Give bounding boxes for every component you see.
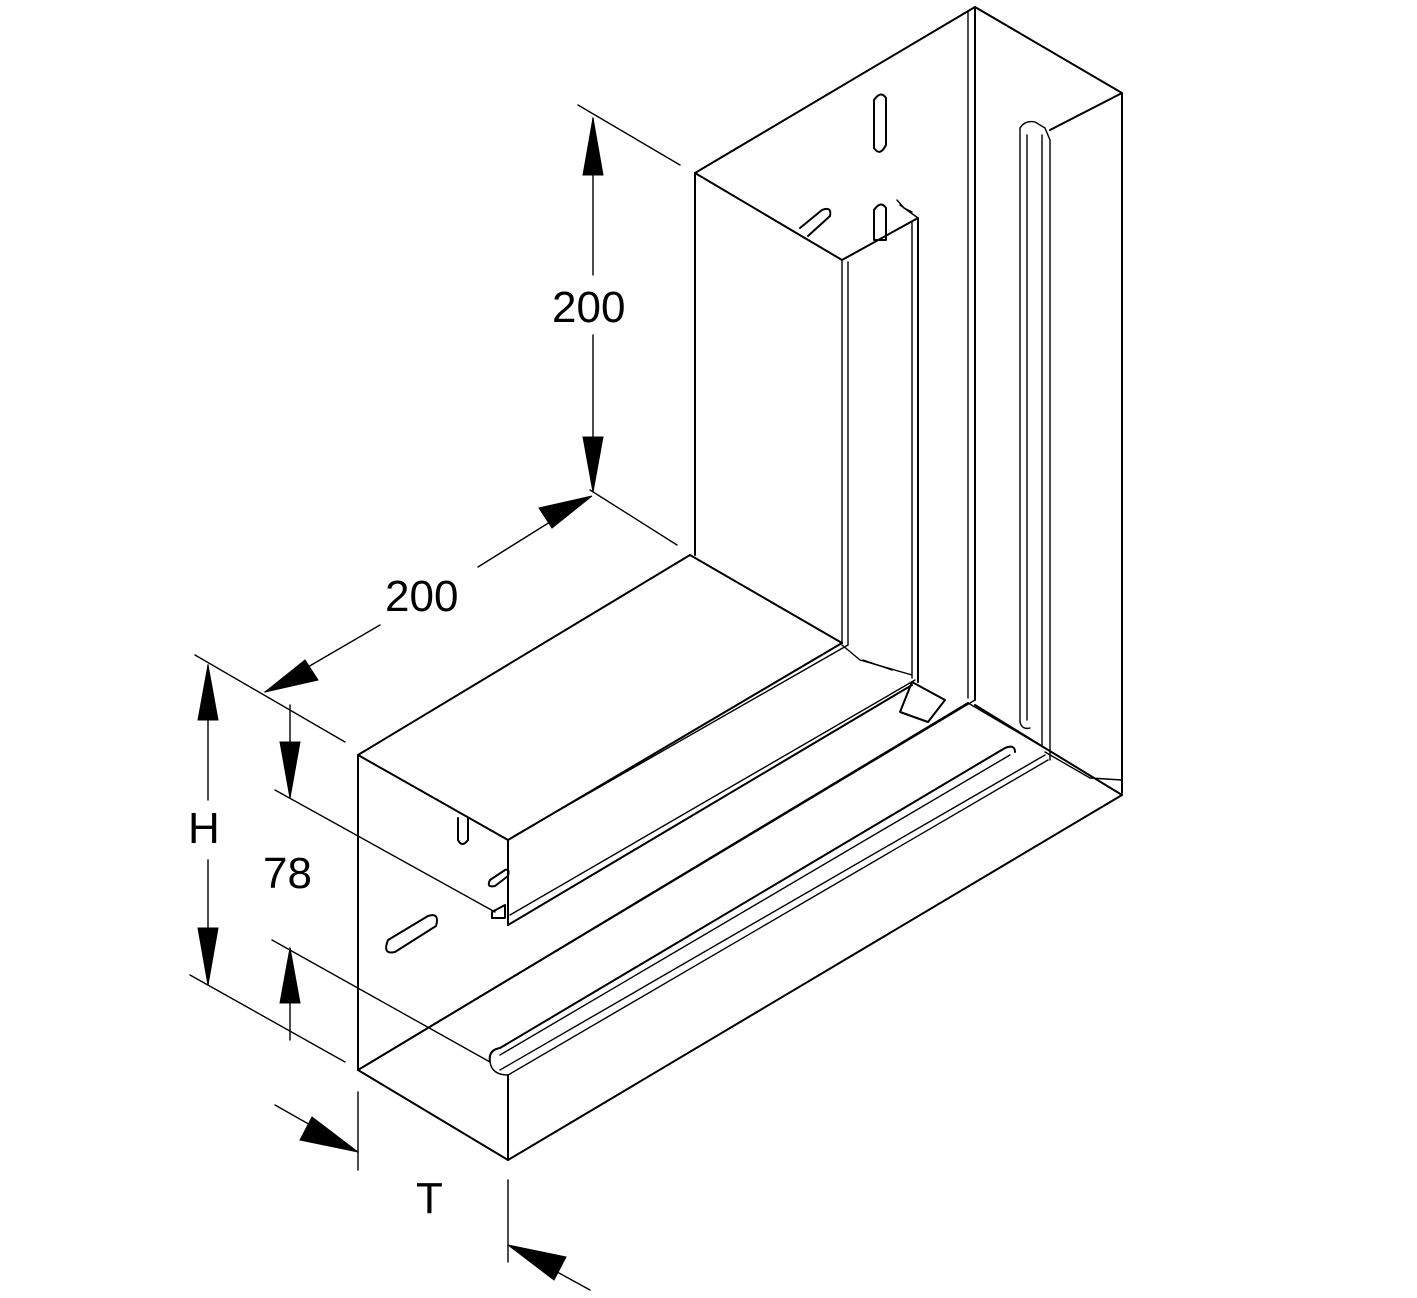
dim-label-horizontal-200: 200 xyxy=(385,572,458,621)
arrow-right-icon xyxy=(538,495,593,529)
arrow-left-icon xyxy=(264,659,319,693)
arrow-down-icon xyxy=(582,436,604,493)
vertical-leg xyxy=(694,6,1123,794)
dimension-depth: T xyxy=(274,1091,591,1291)
arrow-down-icon xyxy=(197,927,219,986)
dim-label-depth: T xyxy=(416,1174,443,1223)
arrow-left-icon xyxy=(507,1244,567,1281)
arrow-up-icon xyxy=(582,117,604,176)
dim-label-height: H xyxy=(188,804,220,853)
dimension-horizontal-200: 200 xyxy=(194,495,593,743)
dim-label-inner-height: 78 xyxy=(263,849,312,898)
dimension-inner-height: 78 xyxy=(263,704,496,1063)
arrow-right-icon xyxy=(299,1116,359,1153)
arrow-down-icon xyxy=(279,741,301,799)
dimension-height: H xyxy=(188,664,346,1063)
arrow-up-icon xyxy=(197,664,219,721)
dim-label-vertical-200: 200 xyxy=(552,283,625,332)
horizontal-leg xyxy=(357,554,1123,1161)
arrow-up-icon xyxy=(279,947,301,1004)
dimension-vertical-200: 200 xyxy=(552,104,681,546)
